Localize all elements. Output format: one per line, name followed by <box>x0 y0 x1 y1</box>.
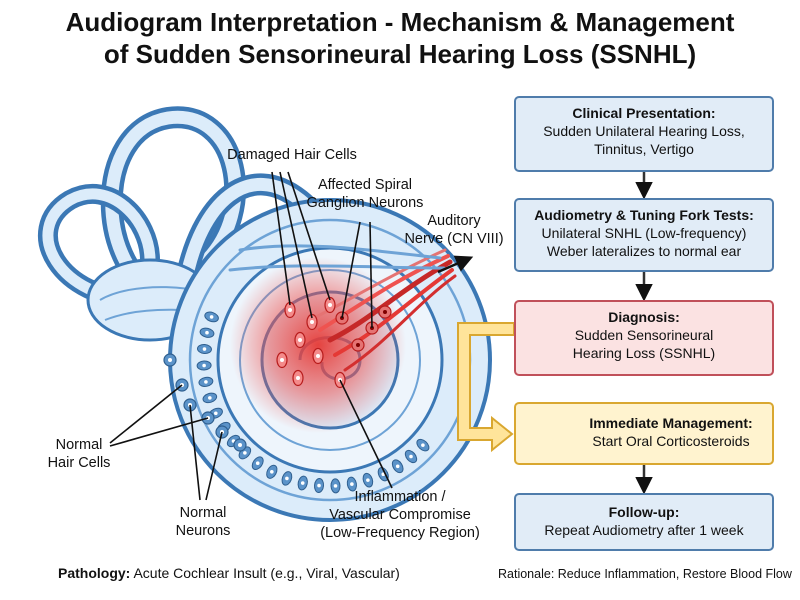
hair-cell <box>199 327 215 338</box>
ganglion-neuron <box>351 338 365 352</box>
page-title: Audiogram Interpretation - Mechanism & M… <box>0 6 800 70</box>
damaged-hair-cell <box>292 369 304 387</box>
label-damaged-hair-cells: Damaged Hair Cells <box>227 147 357 163</box>
audiometry-heading: Audiometry & Tuning Fork Tests: <box>534 207 754 223</box>
label-inflam-line-2: Vascular Compromise <box>329 507 471 523</box>
label-normal-hair-line-2: Hair Cells <box>47 455 111 471</box>
leader-lines <box>109 171 393 501</box>
label-normal-hair-line-1: Normal <box>55 437 103 453</box>
ganglion-neuron <box>378 305 392 319</box>
label-inflam-line-3: (Low-Frequency Region) <box>320 525 480 541</box>
label-inflammation: Inflammation / Vascular Compromise (Low-… <box>310 488 490 542</box>
hair-cell <box>196 360 212 371</box>
clinical-line-2: Tinnitus, Vertigo <box>594 141 694 157</box>
hair-cell <box>198 376 214 387</box>
hair-cell <box>281 471 293 486</box>
followup-line-1: Repeat Audiometry after 1 week <box>544 522 744 538</box>
label-spiral-ganglion: Affected Spiral Ganglion Neurons <box>300 176 430 212</box>
hair-cell <box>313 478 325 494</box>
nerve-arrow <box>437 255 474 274</box>
box-clinical-presentation: Clinical Presentation: Sudden Unilateral… <box>514 96 774 172</box>
hair-cell <box>346 476 357 492</box>
diagnosis-to-management-arrow <box>457 322 515 453</box>
hair-cell <box>196 343 212 355</box>
management-line-1: Start Oral Corticosteroids <box>592 433 750 449</box>
label-normal-neurons-line-1: Normal <box>179 505 227 521</box>
label-inflam-line-1: Inflammation / <box>354 489 446 505</box>
management-heading: Immediate Management: <box>589 415 753 431</box>
hair-cell <box>404 449 418 464</box>
normal-neurons <box>163 353 247 452</box>
basilar-membrane-cells <box>196 311 430 494</box>
diagnosis-heading: Diagnosis: <box>608 309 680 325</box>
title-line-1: Audiogram Interpretation - Mechanism & M… <box>65 7 735 37</box>
normal-neuron <box>163 353 177 367</box>
clinical-heading: Clinical Presentation: <box>572 105 716 121</box>
pathology-note: Pathology: Acute Cochlear Insult (e.g., … <box>58 564 400 582</box>
hair-cell <box>251 456 264 471</box>
damaged-hair-cell <box>294 331 306 349</box>
hair-cell <box>202 392 218 404</box>
hair-cell <box>204 311 219 323</box>
box-follow-up: Follow-up: Repeat Audiometry after 1 wee… <box>514 493 774 551</box>
label-normal-hair-cells: Normal Hair Cells <box>34 436 124 472</box>
audiometry-line-1: Unilateral SNHL (Low-frequency) <box>541 225 747 241</box>
label-normal-neurons: Normal Neurons <box>158 504 248 540</box>
label-nerve-line-2: Nerve (CN VIII) <box>404 231 504 247</box>
clinical-line-1: Sudden Unilateral Hearing Loss, <box>543 123 745 139</box>
hair-cell <box>391 459 404 474</box>
label-spiral-line-1: Affected Spiral <box>317 177 413 193</box>
pathology-text: Acute Cochlear Insult (e.g., Viral, Vasc… <box>133 565 400 581</box>
hair-cell <box>297 475 308 491</box>
hair-cell <box>416 438 430 452</box>
normal-neuron <box>233 438 247 452</box>
hair-cell <box>330 478 341 494</box>
diagnosis-line-2: Hearing Loss (SSNHL) <box>572 345 716 361</box>
damaged-hair-cell <box>284 301 296 319</box>
label-normal-neurons-line-2: Neurons <box>175 523 231 539</box>
label-auditory-nerve: Auditory Nerve (CN VIII) <box>398 212 510 248</box>
followup-heading: Follow-up: <box>608 504 680 520</box>
label-nerve-line-1: Auditory <box>427 213 481 229</box>
damaged-hair-cell <box>312 347 324 365</box>
pathology-label: Pathology: <box>58 565 131 581</box>
damaged-hair-cell <box>276 351 288 369</box>
audiometry-line-2: Weber lateralizes to normal ear <box>546 243 742 259</box>
hair-cell <box>266 464 278 479</box>
box-diagnosis: Diagnosis: Sudden Sensorineural Hearing … <box>514 300 774 376</box>
label-spiral-line-2: Ganglion Neurons <box>306 195 424 211</box>
diagnosis-line-1: Sudden Sensorineural <box>574 327 714 343</box>
damaged-hair-cell <box>306 313 318 331</box>
box-audiometry: Audiometry & Tuning Fork Tests: Unilater… <box>514 198 774 272</box>
hair-cell <box>362 472 374 488</box>
rationale-note: Rationale: Reduce Inflammation, Restore … <box>498 567 792 581</box>
title-line-2: of Sudden Sensorineural Hearing Loss (SS… <box>103 39 697 69</box>
box-immediate-management: Immediate Management: Start Oral Cortico… <box>514 402 774 465</box>
